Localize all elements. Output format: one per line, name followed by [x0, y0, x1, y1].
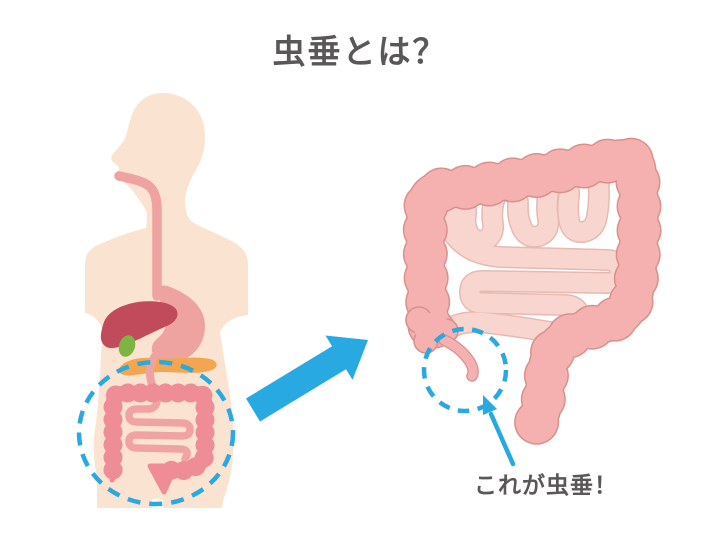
page-title: 虫垂とは？ [272, 32, 448, 71]
rectum-left [147, 463, 179, 495]
magnify-arrow [246, 335, 368, 422]
liver [100, 301, 178, 349]
abdomen-highlight-circle [76, 359, 236, 507]
large-intestine-left [103, 383, 215, 495]
esophagus [114, 171, 162, 301]
gallbladder [118, 335, 136, 357]
small-intestine-left [125, 388, 194, 463]
cecum-tail-left [109, 465, 123, 483]
appendix-pointer-arrow [483, 395, 516, 467]
intestine-closeup-figure [402, 136, 662, 467]
appendix-highlight-circle [421, 326, 509, 414]
large-intestine-right [402, 136, 662, 446]
callout-label: これが虫垂！ [474, 473, 618, 499]
human-body-figure [76, 93, 248, 508]
appendix [438, 334, 479, 382]
